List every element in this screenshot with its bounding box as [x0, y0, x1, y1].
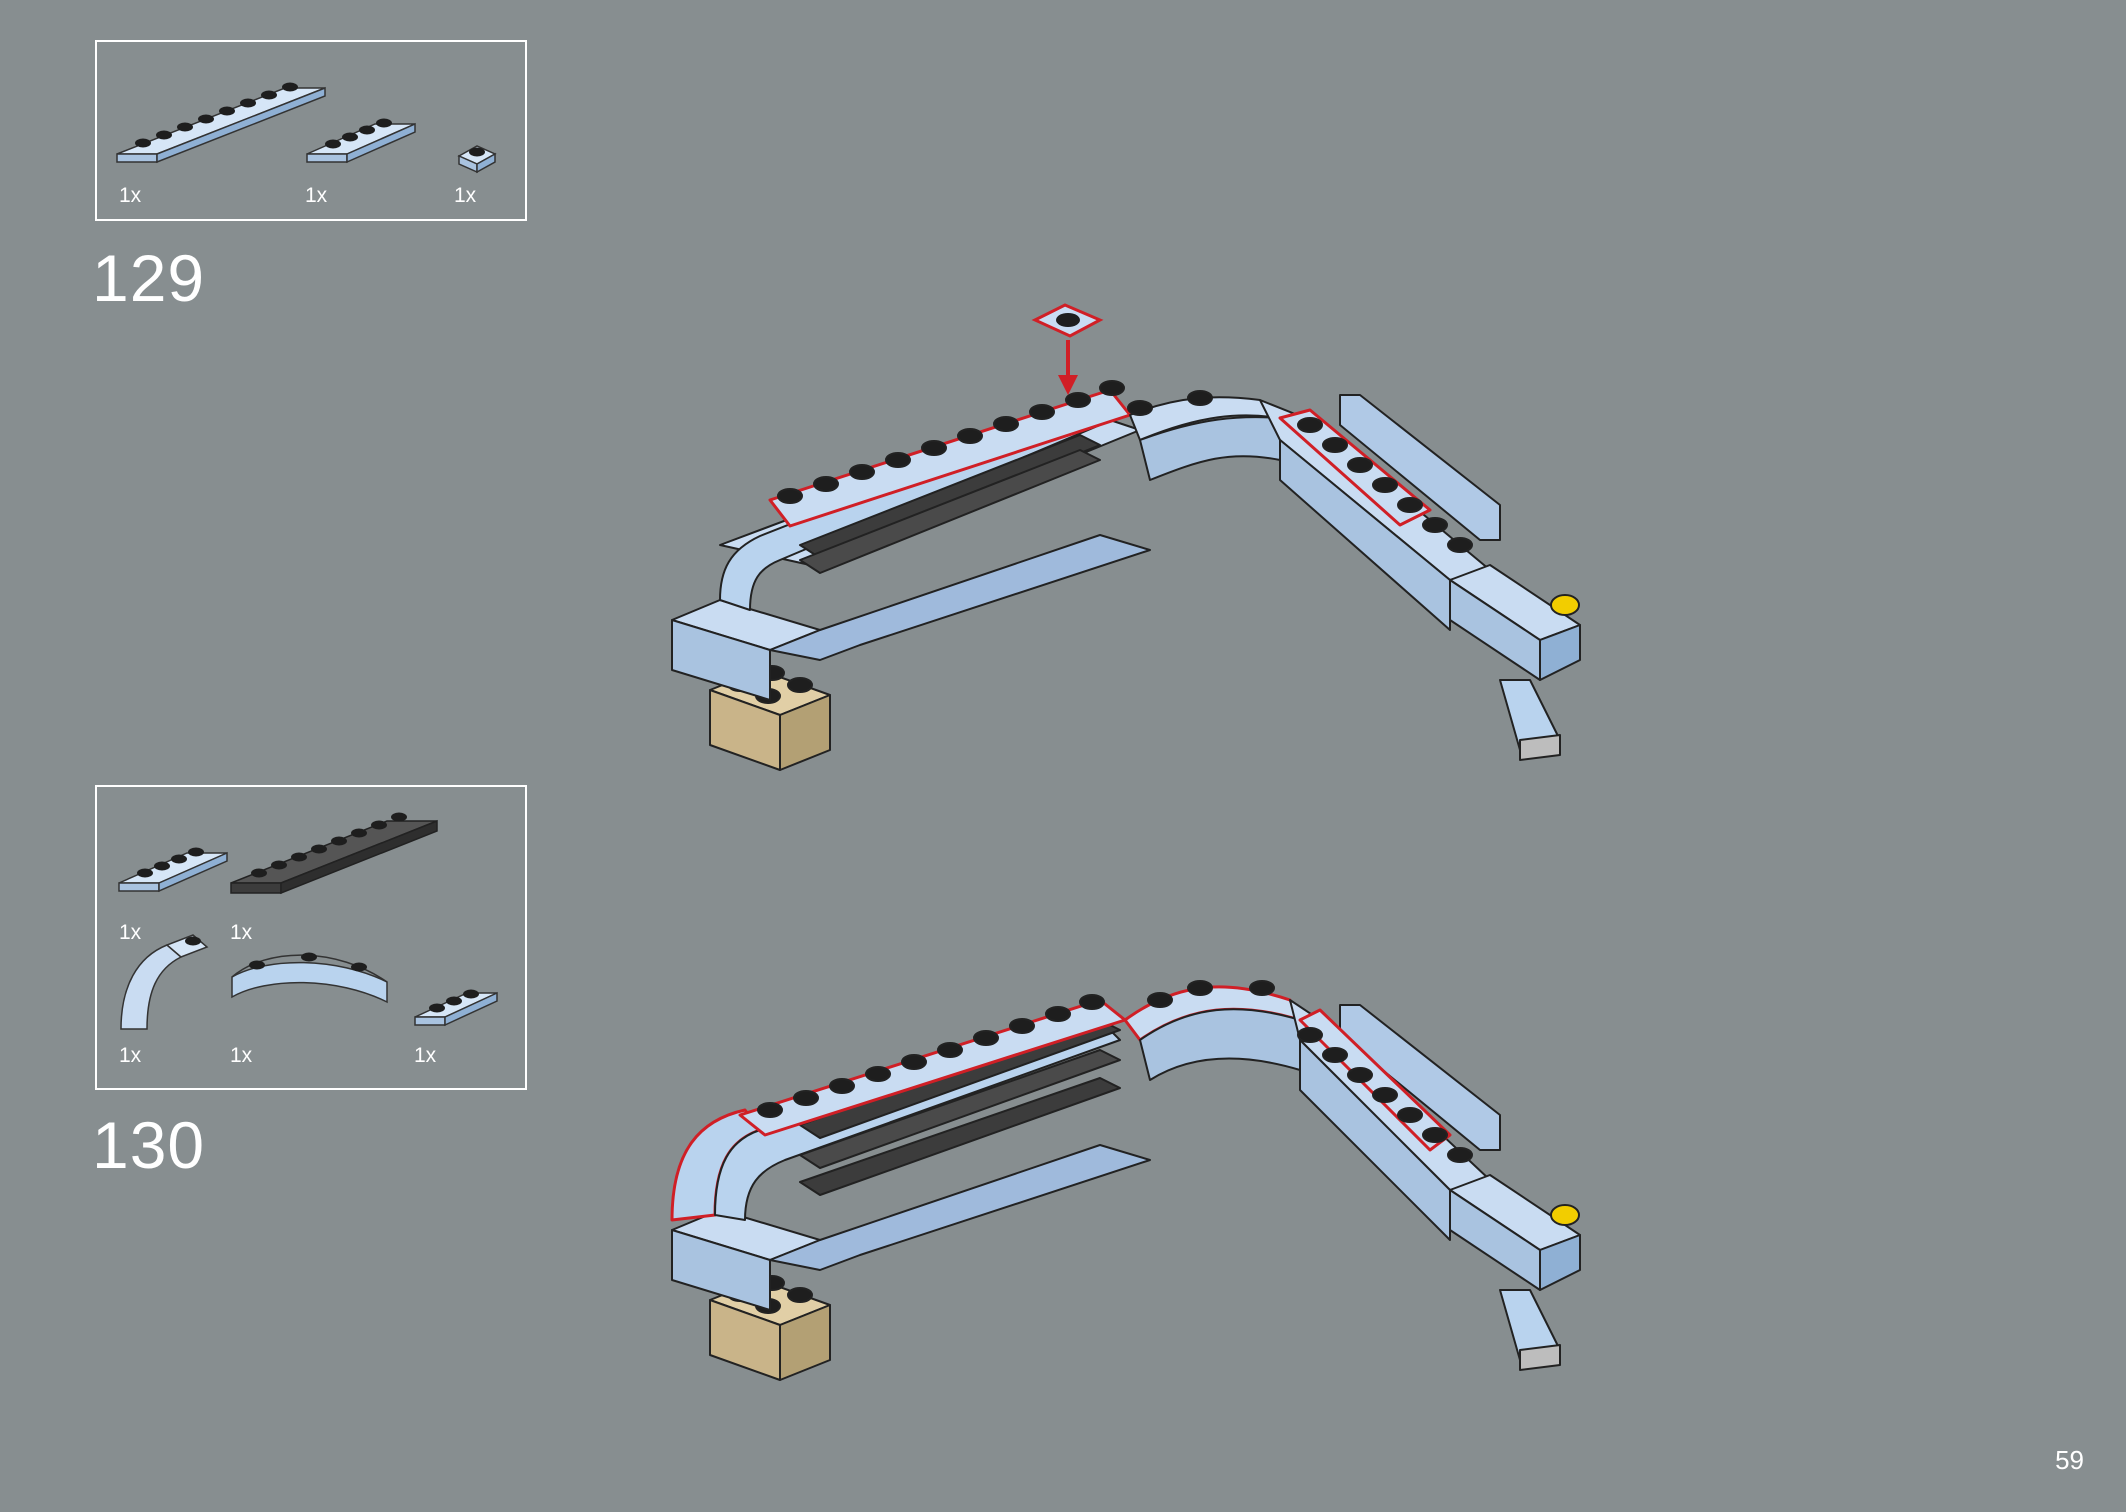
parts-illustrations [118, 812, 498, 1030]
step-number: 129 [92, 241, 206, 315]
plate-1x1-light-blue [457, 145, 497, 174]
curved-plate-light-blue [231, 952, 388, 1004]
plate-1x8-light-blue [116, 82, 326, 164]
build-model-step-130 [670, 980, 1581, 1381]
new-plate-1x1-with-arrow [1031, 303, 1104, 395]
part-qty: 1x [454, 184, 477, 207]
build-model-step-129 [671, 303, 1581, 771]
plate-1x4-light-blue [118, 847, 228, 893]
part-qty: 1x [230, 921, 253, 944]
plate-1x3-light-blue [414, 989, 498, 1027]
part-qty: 1x [119, 184, 142, 207]
part-qty: 1x [119, 921, 142, 944]
part-qty: 1x [230, 1044, 253, 1067]
plate-1x4-light-blue [306, 118, 416, 164]
plate-1x8-dark-grey [230, 812, 438, 895]
parts-list-step-129: 1x 1x 1x [95, 40, 527, 221]
step-number: 130 [92, 1108, 206, 1182]
parts-list-step-130: 1x 1x 1x 1x 1x [95, 785, 527, 1090]
part-qty: 1x [305, 184, 328, 207]
page-number: 59 [2055, 1445, 2084, 1475]
part-qty: 1x [414, 1044, 437, 1067]
macaroni-brick-light-blue [120, 934, 209, 1030]
part-qty: 1x [119, 1044, 142, 1067]
parts-illustrations [116, 82, 497, 174]
